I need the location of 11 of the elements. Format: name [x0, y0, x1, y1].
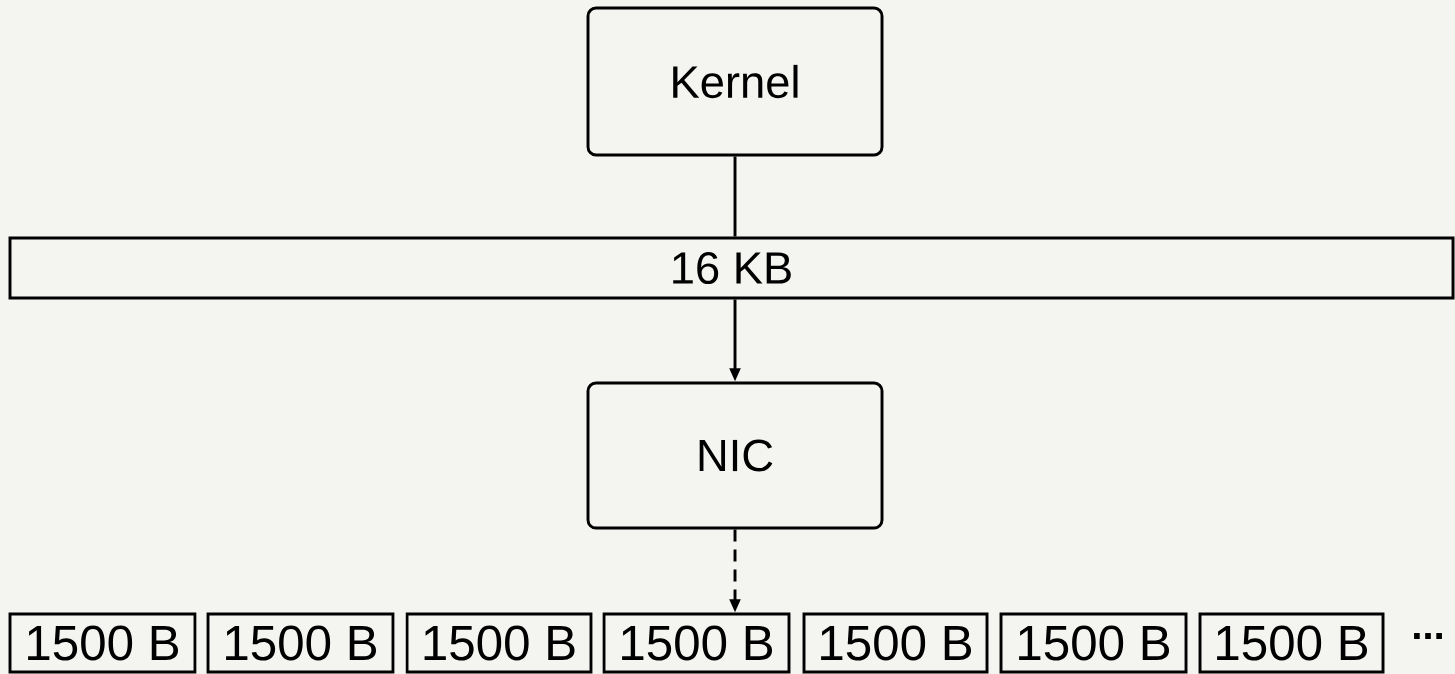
- connector-line: [733, 156, 737, 237]
- process-box: NIC: [586, 381, 884, 530]
- packet-box: 1500 B: [999, 612, 1188, 674]
- packet-box: 1500 B: [1198, 612, 1385, 674]
- packet-box: 1500 B: [8, 612, 197, 674]
- packet-box: 1500 B: [802, 612, 989, 674]
- packet-box: 1500 B: [602, 612, 791, 674]
- buffer-band: 16 KB: [8, 236, 1455, 300]
- packet-box: 1500 B: [405, 612, 593, 674]
- process-box: Kernel: [586, 6, 884, 157]
- packet-box: 1500 B: [206, 612, 395, 674]
